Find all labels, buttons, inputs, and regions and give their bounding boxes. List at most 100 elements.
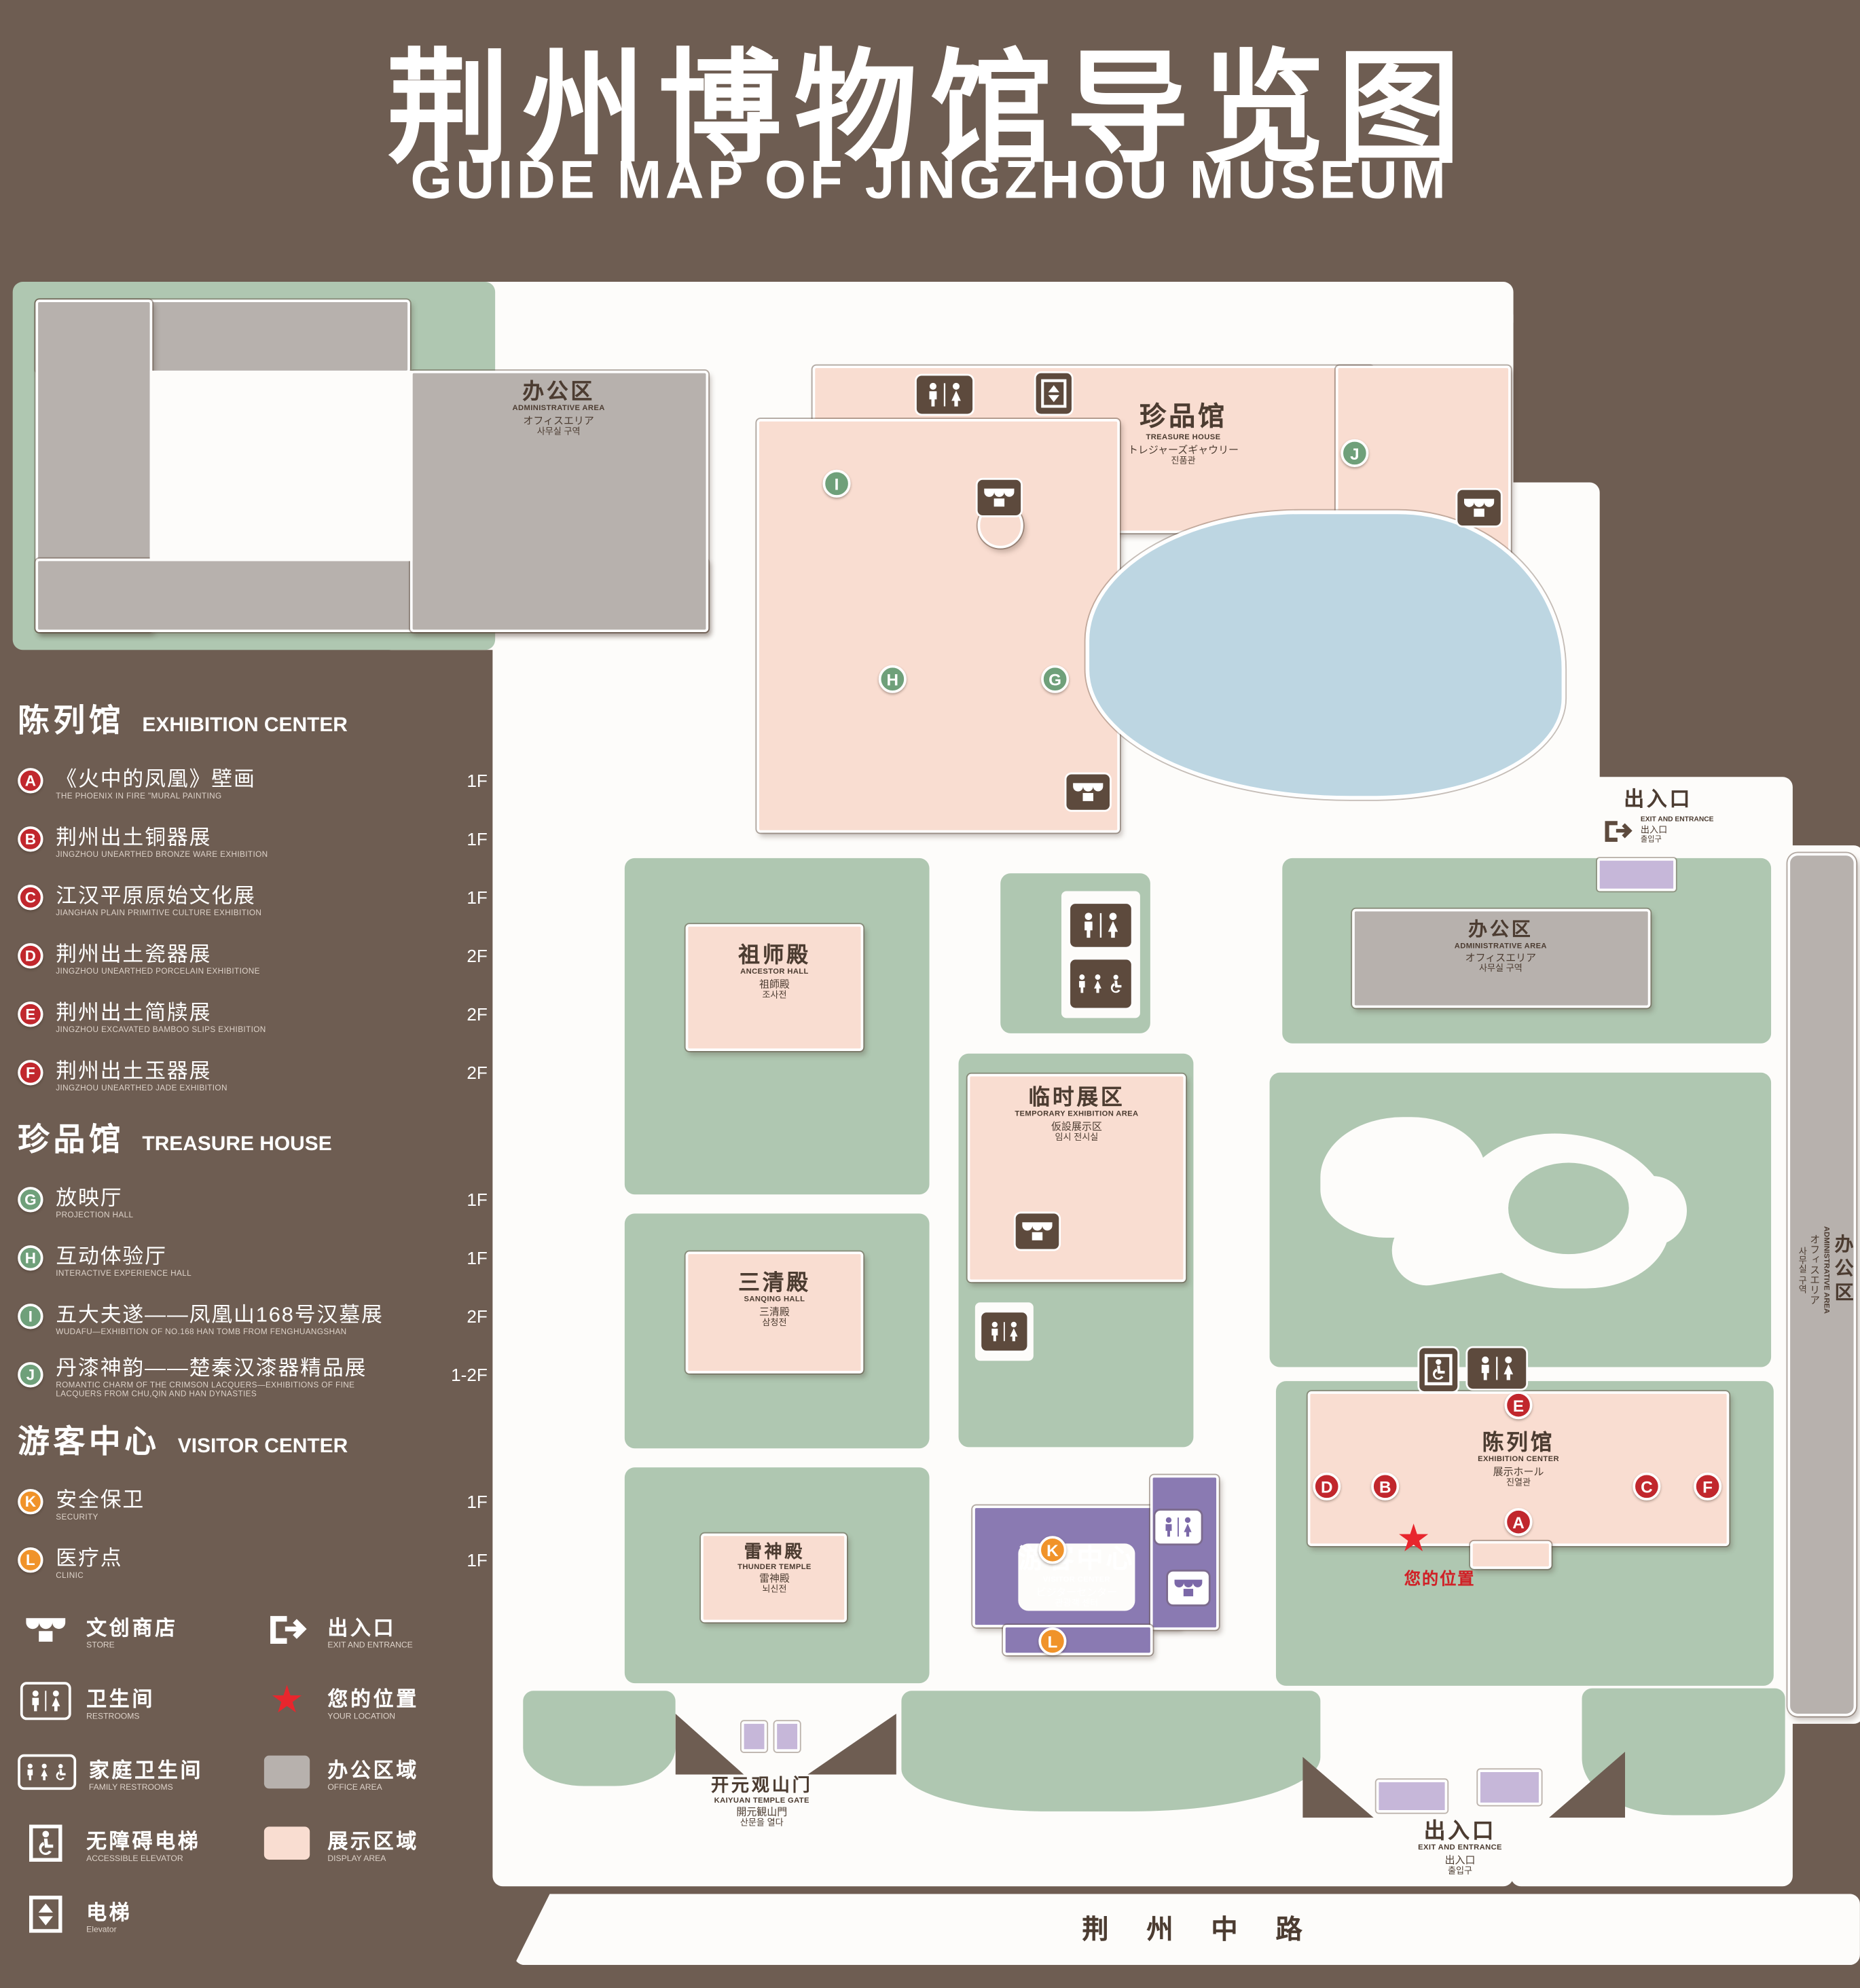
- gate-northeast: [1597, 858, 1676, 891]
- marker-b-badge: B: [18, 826, 43, 852]
- store-icon: [977, 479, 1021, 516]
- green-south-2: [901, 1691, 1321, 1811]
- gate-south-right: [1478, 1769, 1542, 1805]
- map-marker-j: J: [1341, 439, 1369, 468]
- display-area-swatch: [259, 1818, 314, 1869]
- green-south-1: [523, 1691, 676, 1786]
- marker-j-badge: J: [18, 1362, 43, 1388]
- restroom-icon: [1155, 1510, 1201, 1544]
- your-location-label: 您的位置: [1404, 1568, 1476, 1588]
- restroom-icon: [1467, 1348, 1527, 1389]
- road: [514, 1894, 1860, 1966]
- page-subtitle: GUIDE MAP OF JINGZHOU MUSEUM: [410, 149, 1450, 210]
- exhibition-center-tab: [1470, 1541, 1552, 1569]
- office-area-swatch: [259, 1747, 314, 1798]
- restroom-icon: [18, 1676, 73, 1727]
- page-title: 荆州博物馆导览图: [386, 39, 1474, 178]
- map-marker-c: C: [1633, 1472, 1661, 1501]
- restroom-icon: [981, 1312, 1027, 1351]
- map-marker-a: A: [1504, 1508, 1533, 1536]
- marker-g-badge: G: [18, 1187, 43, 1213]
- marker-k-badge: K: [18, 1489, 43, 1515]
- restroom-icon: [1070, 904, 1131, 947]
- map-marker-f: F: [1694, 1472, 1722, 1501]
- store-icon: [1457, 490, 1501, 526]
- thunder-temple-building: [701, 1533, 847, 1623]
- marker-a-badge: A: [18, 768, 43, 794]
- accessible-elevator-icon: [1419, 1348, 1458, 1392]
- exit-icon: [1603, 819, 1633, 844]
- store-icon: [1015, 1213, 1059, 1249]
- family-restroom-icon: [1070, 959, 1131, 1008]
- your-location-star-icon: ★: [270, 1679, 304, 1722]
- gate-kaiyuan-left: [741, 1721, 767, 1752]
- map-marker-d: D: [1313, 1472, 1341, 1501]
- admin-east-building: [1352, 908, 1651, 1008]
- restroom-icon: [916, 375, 973, 414]
- marker-l-badge: L: [18, 1547, 43, 1573]
- map-marker-i: I: [822, 469, 851, 498]
- marker-c-badge: C: [18, 885, 43, 910]
- garden-island: [1508, 1162, 1629, 1255]
- admin-nw-building-d: [409, 370, 709, 633]
- gate-kaiyuan-right: [774, 1721, 800, 1752]
- map-marker-k: K: [1038, 1536, 1067, 1564]
- map-marker-b: B: [1371, 1472, 1400, 1501]
- map-marker-e: E: [1504, 1391, 1533, 1420]
- elevator-icon: [1036, 373, 1072, 414]
- elevator-icon: [18, 1889, 73, 1940]
- admin-strip-building: [1787, 853, 1857, 1716]
- road-label: 荆 州 中 路: [1082, 1915, 1318, 1945]
- pond: [1085, 510, 1566, 800]
- visitor-center-tab: [1002, 1625, 1153, 1655]
- marker-d-badge: D: [18, 943, 43, 969]
- treasure-house-west-wing: [756, 418, 1120, 833]
- map-marker-h: H: [878, 665, 907, 693]
- sanqing-hall-building: [685, 1251, 864, 1374]
- marker-i-badge: I: [18, 1304, 43, 1329]
- store-icon: [1168, 1571, 1209, 1605]
- family-restroom-icon: [18, 1747, 77, 1798]
- marker-h-badge: H: [18, 1245, 43, 1271]
- map-marker-g: G: [1041, 665, 1070, 693]
- temporary-exhibition-building: [967, 1073, 1186, 1283]
- marker-f-badge: F: [18, 1060, 43, 1086]
- admin-strip-label: 办公区 ADMINISTRATIVE AREA オフィスエリア 사무실 구역: [1798, 1226, 1854, 1314]
- your-location-star-icon: ★: [1396, 1518, 1431, 1560]
- exit-northeast-label: 出入口 EXIT AND ENTRANCE 出入口 출입구: [1582, 782, 1734, 847]
- accessible-elevator-icon: [18, 1818, 73, 1869]
- marker-e-badge: E: [18, 1001, 43, 1027]
- store-icon: [18, 1604, 73, 1655]
